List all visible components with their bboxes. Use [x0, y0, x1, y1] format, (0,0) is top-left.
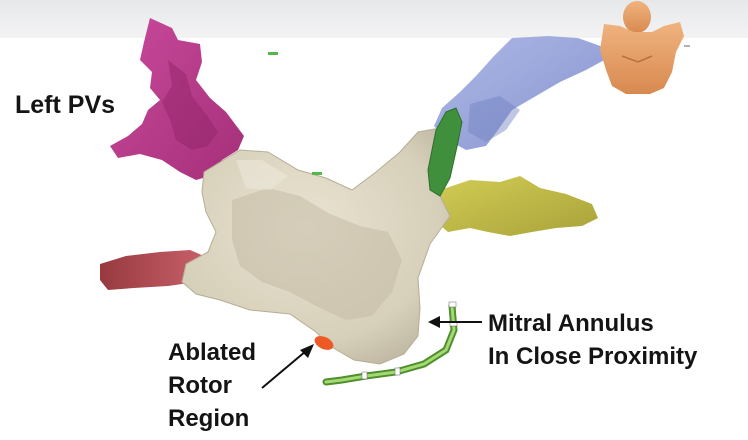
catheter-electrode-1: [449, 302, 456, 307]
ablated-rotor-label: Ablated Rotor Region: [168, 336, 256, 435]
mitral-annulus-line-1: Mitral Annulus: [488, 307, 697, 340]
ablated-rotor-line-2: Rotor: [168, 369, 256, 402]
mitral-annulus-line-2: In Close Proximity: [488, 340, 697, 373]
ablated-rotor-line-3: Region: [168, 402, 256, 435]
catheter-electrode-3: [395, 368, 400, 375]
coronary-sinus: [428, 108, 462, 196]
arrow-icon: [262, 344, 314, 388]
mitral-annulus-label: Mitral Annulus In Close Proximity: [488, 307, 697, 373]
left-pvs-label: Left PVs: [15, 90, 115, 120]
right-pv-lower: [434, 176, 598, 236]
torso-orientation-icon: [600, 1, 690, 94]
map-annotation: [312, 172, 322, 175]
map-annotation: [268, 52, 278, 55]
ablated-rotor-line-1: Ablated: [168, 336, 256, 369]
catheter-electrode-4: [362, 372, 367, 379]
